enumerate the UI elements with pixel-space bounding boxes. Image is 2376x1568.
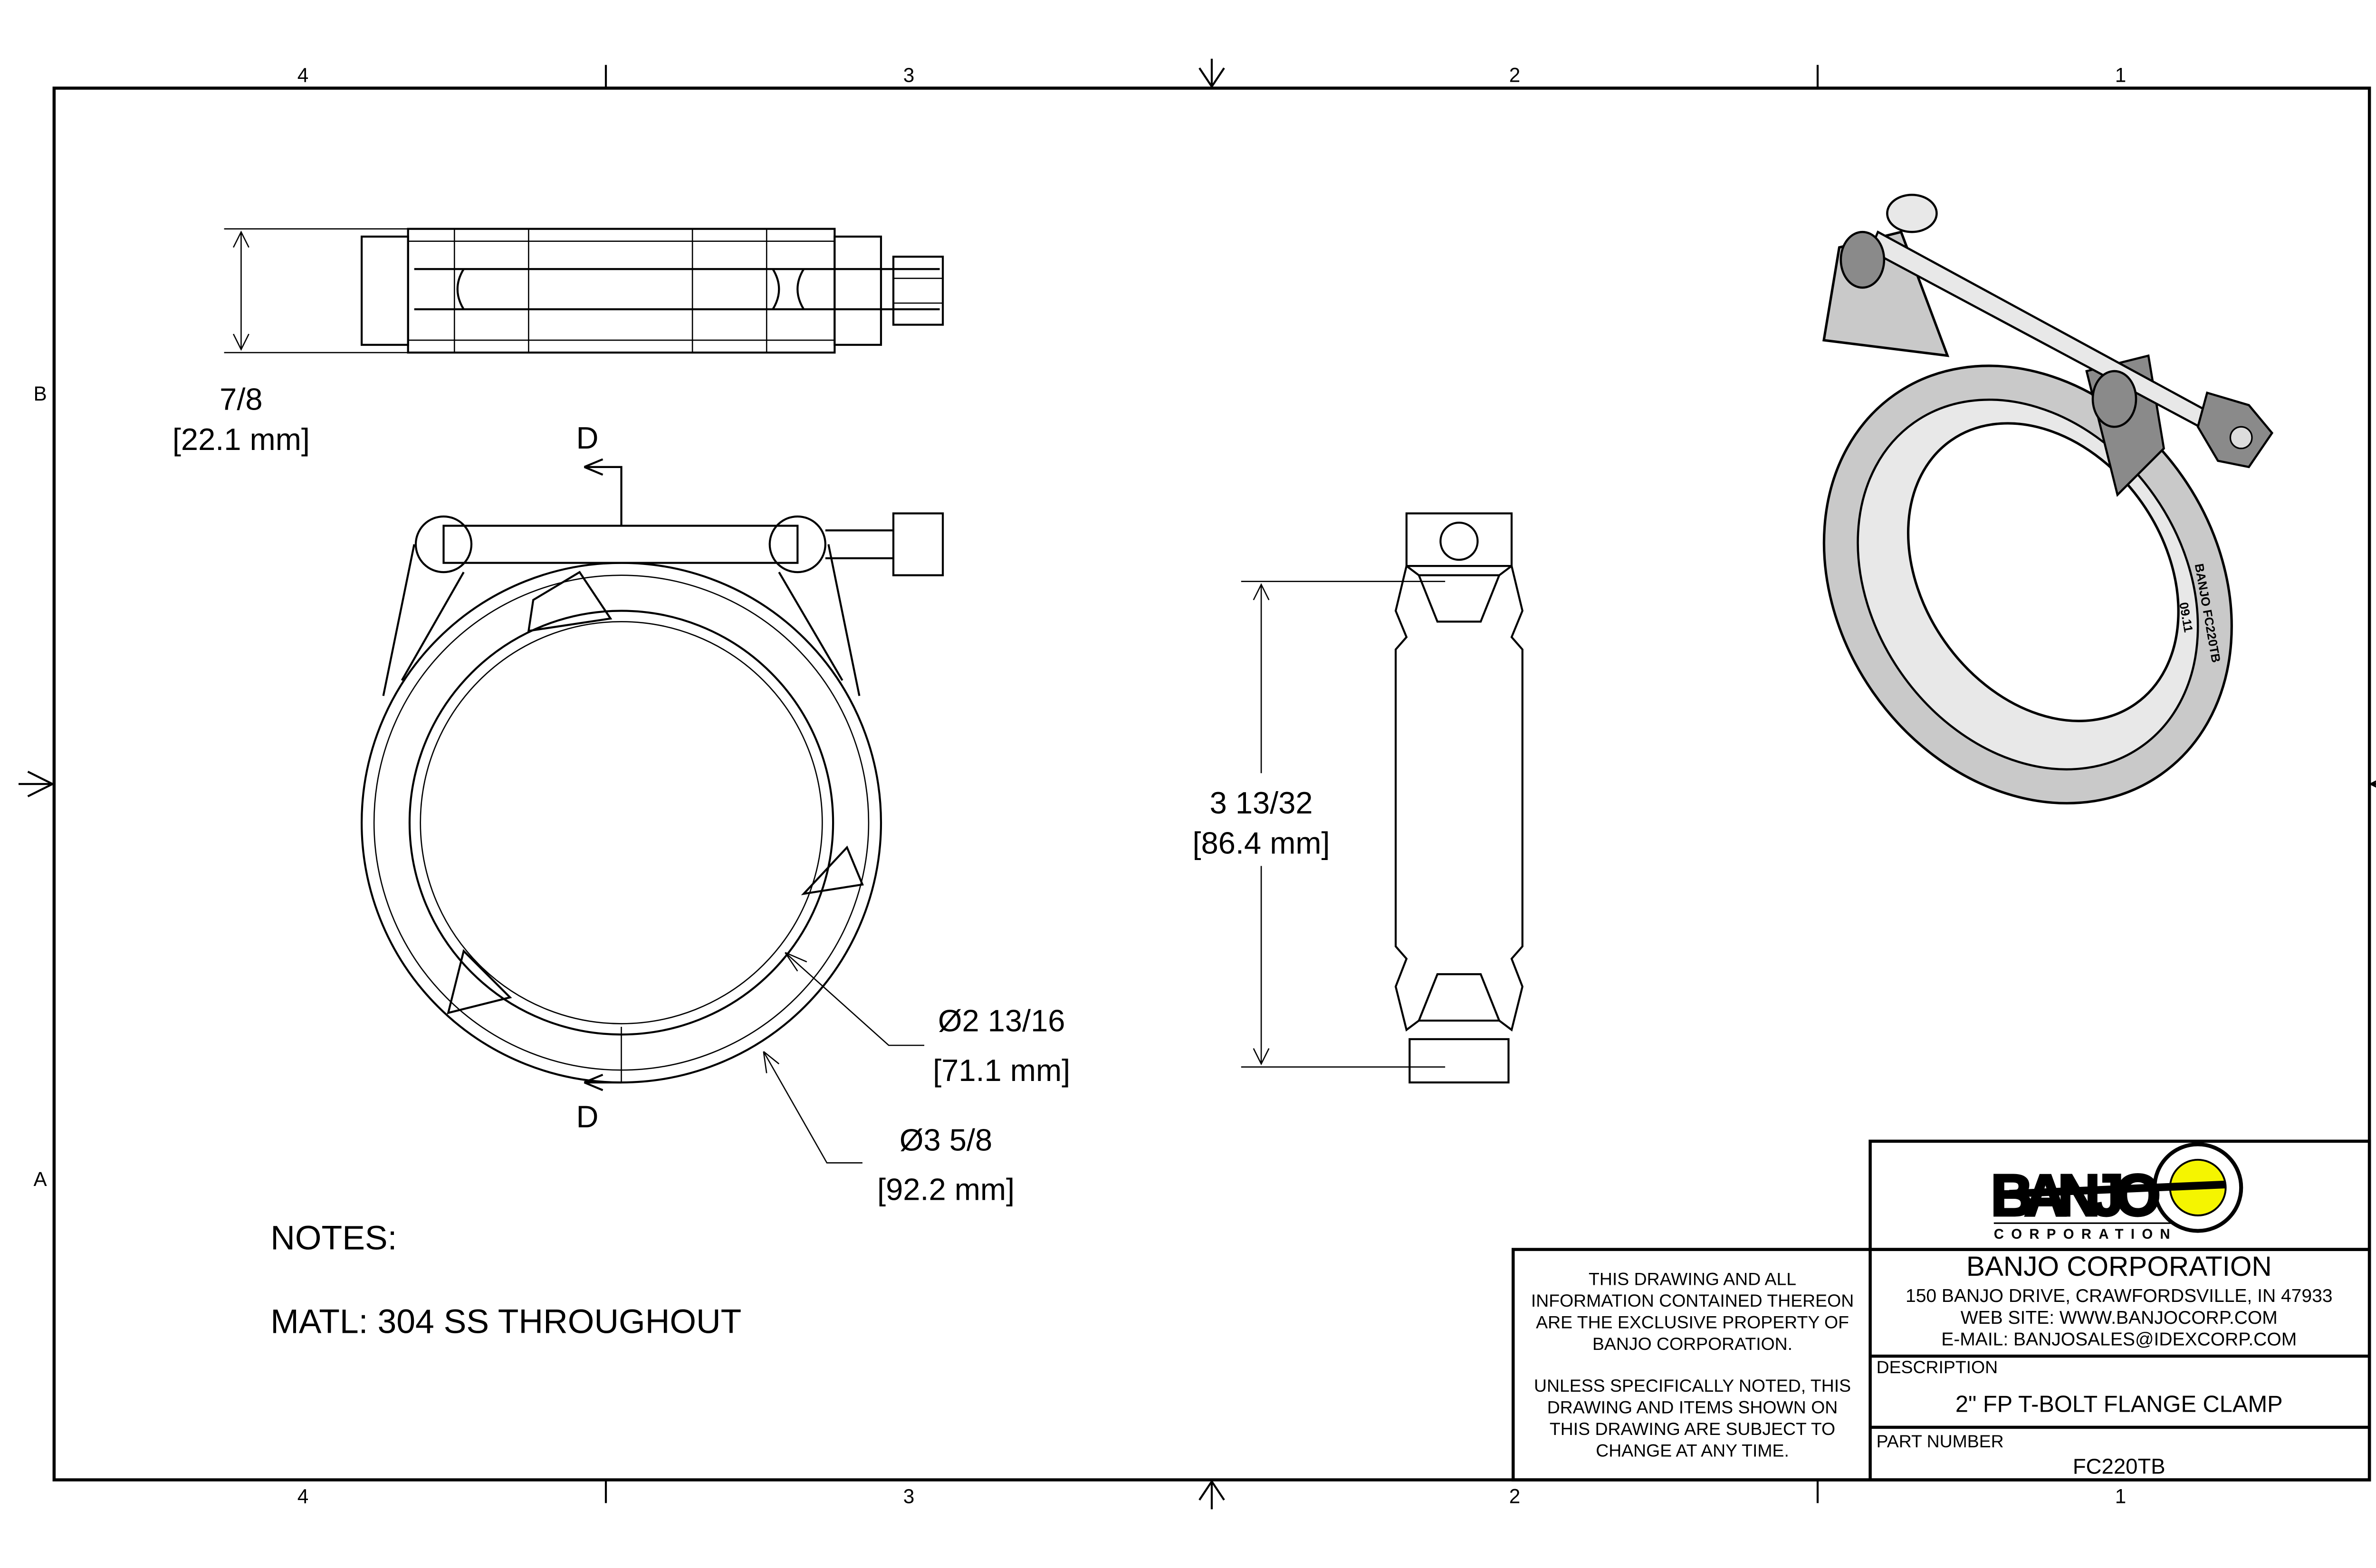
zone-col-4-top: 4 <box>297 64 309 86</box>
section-height-dim: 3 13/32 <box>1210 785 1313 820</box>
disclaimer: THIS DRAWING AND ALL INFORMATION CONTAIN… <box>1531 1269 1854 1460</box>
section-label-top: D <box>576 421 598 455</box>
disclaimer-line: CHANGE AT ANY TIME. <box>1596 1441 1789 1461</box>
zone-col-3-bottom: 3 <box>903 1485 915 1507</box>
title-block <box>1511 1139 2371 1482</box>
outer-diameter-dim: Ø3 5/8 <box>900 1122 992 1157</box>
company-name: BANJO CORPORATION <box>1966 1251 2272 1282</box>
zone-col-2-top: 2 <box>1509 64 1521 86</box>
zone-col-4-bottom: 4 <box>297 1485 309 1507</box>
part-number-label: PART NUMBER <box>1877 1431 2004 1451</box>
company-address: 150 BANJO DRIVE, CRAWFORDSVILLE, IN 4793… <box>1906 1286 2332 1306</box>
disclaimer-line: THIS DRAWING AND ALL <box>1589 1269 1796 1289</box>
disclaimer-line: INFORMATION CONTAINED THEREON <box>1531 1291 1854 1310</box>
zone-row-b-left: B <box>33 382 47 405</box>
outer-diameter-mm: [92.2 mm] <box>877 1172 1015 1206</box>
disclaimer-line: BANJO CORPORATION. <box>1592 1334 1792 1354</box>
inner-diameter-dim: Ø2 13/16 <box>938 1004 1065 1038</box>
company-website: WEB SITE: WWW.BANJOCORP.COM <box>1961 1308 2278 1328</box>
logo-subtext: CORPORATION <box>1994 1226 2175 1242</box>
section-height-mm: [86.4 mm] <box>1193 825 1330 860</box>
description-value: 2" FP T-BOLT FLANGE CLAMP <box>1955 1391 2283 1417</box>
zone-row-a-left: A <box>33 1168 47 1190</box>
description-label: DESCRIPTION <box>1877 1357 1998 1377</box>
part-number-value: FC220TB <box>2073 1454 2165 1478</box>
notes-heading: NOTES: <box>270 1219 397 1257</box>
top-view-dim-frac: 7/8 <box>220 382 262 416</box>
zone-col-2-bottom: 2 <box>1509 1485 1521 1507</box>
sheet-border <box>19 58 2376 1510</box>
zone-col-1-top: 1 <box>2115 64 2127 86</box>
disclaimer-line: ARE THE EXCLUSIVE PROPERTY OF <box>1536 1312 1849 1332</box>
disclaimer-line: THIS DRAWING ARE SUBJECT TO <box>1550 1419 1835 1439</box>
front-view <box>360 458 944 1164</box>
isometric-view: BANJO FC220TB 09.11 <box>1822 193 2274 804</box>
inner-diameter-mm: [71.1 mm] <box>933 1053 1070 1088</box>
banjo-logo: BANJO CORPORATION <box>1990 1142 2243 1242</box>
zone-col-1-bottom: 1 <box>2115 1485 2127 1507</box>
section-label-bottom: D <box>576 1099 598 1134</box>
zone-col-3-top: 3 <box>903 64 915 86</box>
disclaimer-line: DRAWING AND ITEMS SHOWN ON <box>1547 1397 1838 1417</box>
top-view-dim-mm: [22.1 mm] <box>172 422 310 457</box>
company-email: E-MAIL: BANJOSALES@IDEXCORP.COM <box>1941 1329 2297 1349</box>
disclaimer-line: UNLESS SPECIFICALLY NOTED, THIS <box>1534 1376 1851 1396</box>
top-view <box>224 228 944 354</box>
notes-material: MATL: 304 SS THROUGHOUT <box>270 1302 741 1340</box>
